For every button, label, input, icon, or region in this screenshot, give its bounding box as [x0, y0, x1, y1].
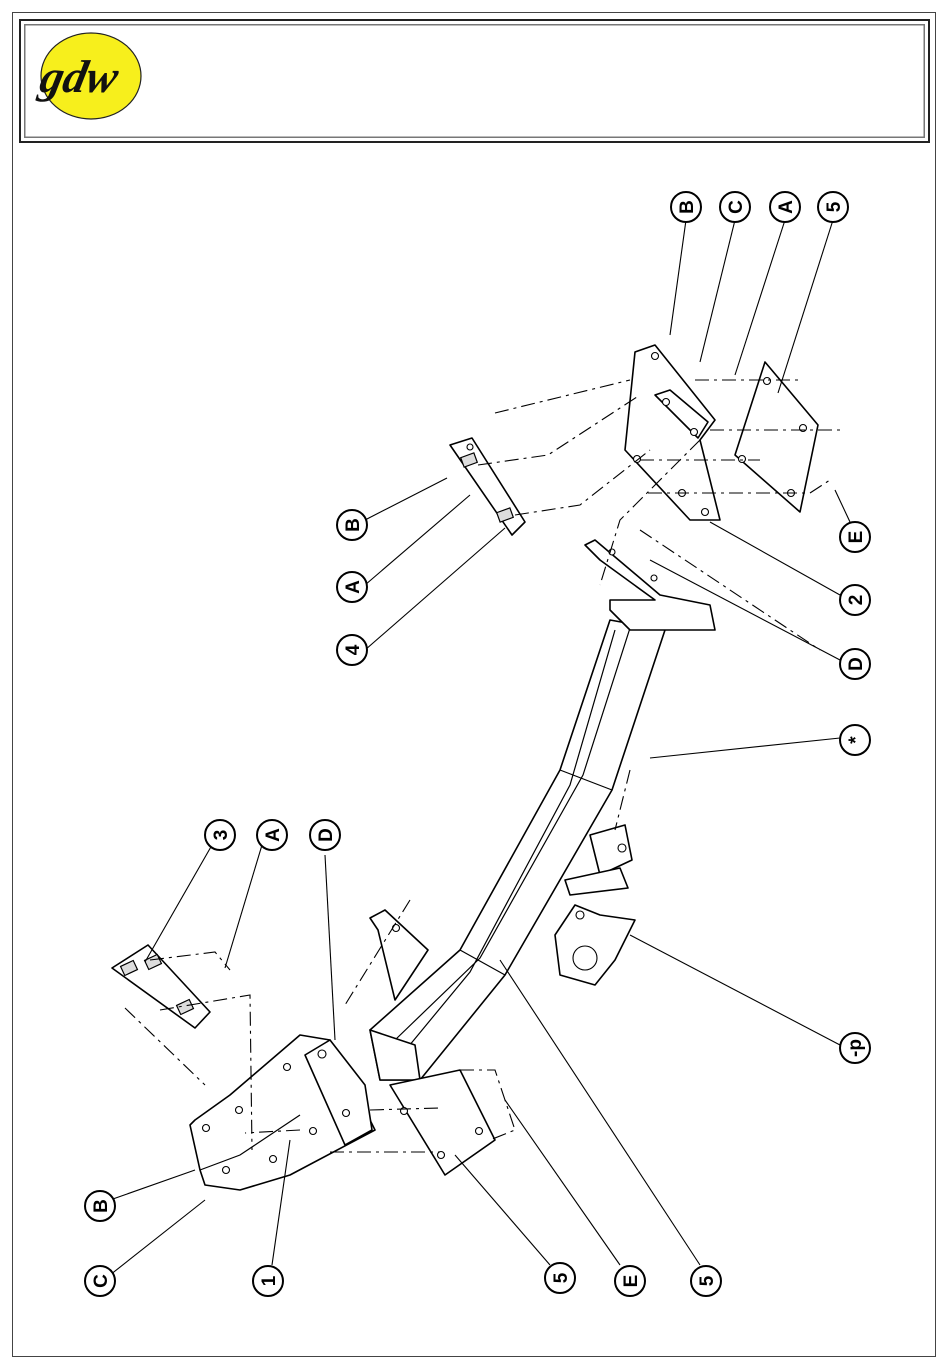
svg-text:B: B: [343, 518, 364, 532]
callout-c-top: C: [720, 192, 750, 222]
assembly-centerlines: [125, 380, 840, 1152]
callout-p: -p: [840, 1033, 870, 1063]
svg-text:2: 2: [846, 595, 867, 606]
svg-text:D: D: [316, 828, 337, 842]
plate-3: [112, 945, 210, 1028]
callout-5-top: 5: [818, 192, 848, 222]
callout-e-bottom: E: [615, 1266, 645, 1296]
plate-5-upper: [735, 362, 818, 512]
callout-e-right: E: [840, 522, 870, 552]
callout-b-bottom: B: [85, 1191, 115, 1221]
callout-d-right: D: [840, 649, 870, 679]
svg-text:-p: -p: [845, 1039, 866, 1057]
svg-text:B: B: [677, 200, 698, 214]
callout-3: 3: [205, 820, 235, 850]
callout-4: 4: [337, 635, 367, 665]
svg-text:4: 4: [343, 644, 364, 655]
callout-a-mid: A: [337, 572, 367, 602]
bracket-2: [625, 345, 720, 520]
svg-text:C: C: [726, 200, 747, 214]
callout-5-lower-left: 5: [545, 1263, 575, 1293]
svg-text:A: A: [343, 580, 364, 594]
svg-text:D: D: [846, 657, 867, 671]
callout-d-left: D: [310, 820, 340, 850]
svg-text:B: B: [91, 1199, 112, 1213]
callout-star: *: [840, 725, 870, 755]
svg-text:A: A: [776, 200, 797, 214]
svg-text:C: C: [91, 1274, 112, 1288]
crossbar-end-plate: [585, 540, 715, 630]
svg-text:3: 3: [211, 830, 232, 841]
callout-b-mid: B: [337, 510, 367, 540]
svg-text:5: 5: [697, 1275, 718, 1286]
svg-text:5: 5: [551, 1272, 572, 1283]
plate-5-lower: [390, 1070, 495, 1175]
svg-text:5: 5: [824, 201, 845, 212]
svg-text:*: *: [846, 736, 867, 744]
plate-4: [450, 438, 525, 535]
svg-text:A: A: [263, 828, 284, 842]
callout-a-top: A: [770, 192, 800, 222]
bracket-1: [190, 1035, 375, 1190]
callout-1: 1: [253, 1266, 283, 1296]
callout-2: 2: [840, 585, 870, 615]
svg-text:1: 1: [259, 1275, 280, 1286]
callout-c-bottom: C: [85, 1266, 115, 1296]
svg-text:E: E: [621, 1275, 642, 1288]
callout-b-top: B: [671, 192, 701, 222]
callout-a-left: A: [257, 820, 287, 850]
callout-5-lower-right: 5: [691, 1266, 721, 1296]
svg-text:E: E: [846, 531, 867, 544]
